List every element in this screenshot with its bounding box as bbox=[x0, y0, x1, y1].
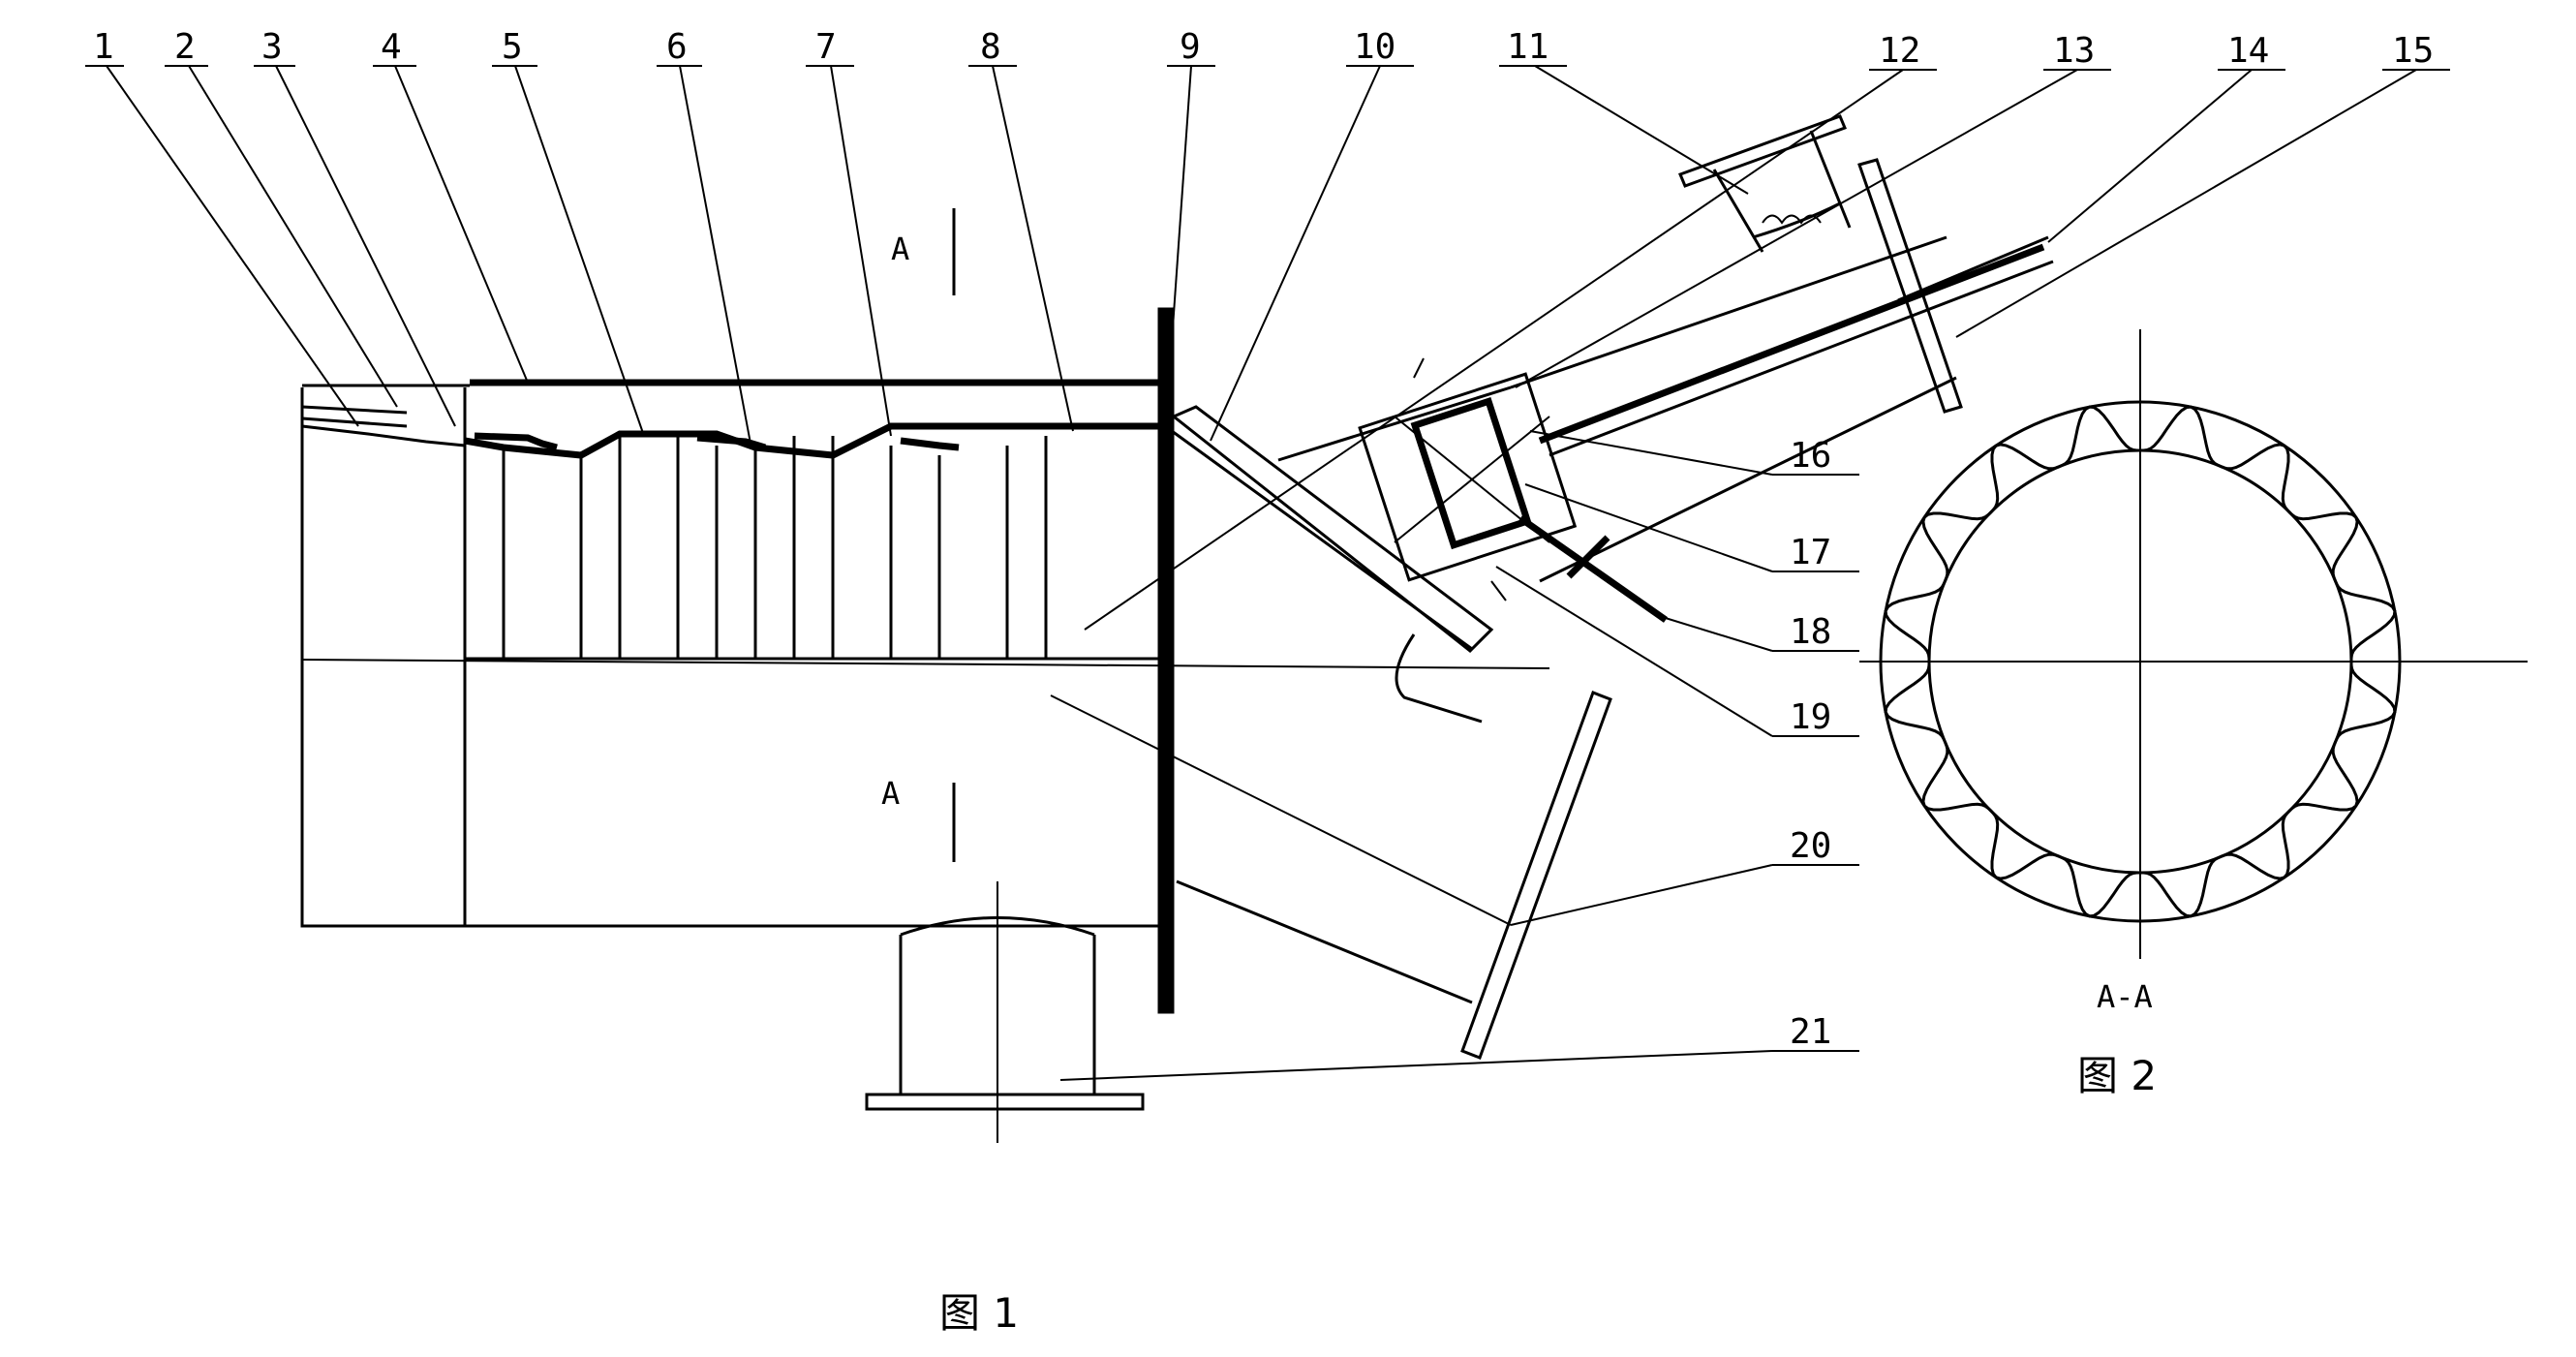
callout-4: 4 bbox=[381, 27, 402, 67]
callout-14: 14 bbox=[2227, 31, 2269, 71]
lobe-profile bbox=[1884, 405, 2397, 918]
section-label: A-A bbox=[2097, 978, 2153, 1015]
callout-19: 19 bbox=[1790, 697, 1831, 737]
callout-11: 11 bbox=[1507, 27, 1549, 67]
burner-assembly bbox=[1358, 114, 2054, 623]
figure-1-caption: 图 1 bbox=[939, 1289, 1019, 1337]
callout-12: 12 bbox=[1879, 31, 1920, 71]
callout-21: 21 bbox=[1790, 1012, 1831, 1052]
callout-numbers: 1 2 3 4 5 6 7 8 9 10 11 12 13 14 15 16 1… bbox=[93, 27, 2434, 1052]
figure-2: A-A 图 2 bbox=[1859, 329, 2528, 1099]
callout-9: 9 bbox=[1180, 27, 1201, 67]
callout-16: 16 bbox=[1790, 436, 1831, 476]
callout-5: 5 bbox=[502, 27, 523, 67]
callout-2: 2 bbox=[174, 27, 196, 67]
callout-15: 15 bbox=[2392, 31, 2434, 71]
section-letter-top: A bbox=[891, 231, 909, 267]
flange-9 bbox=[1157, 307, 1175, 1014]
leader-lines bbox=[85, 65, 2450, 1081]
main-body bbox=[300, 379, 1172, 928]
section-letter-bottom: A bbox=[881, 775, 900, 812]
callout-6: 6 bbox=[666, 27, 688, 67]
centerline bbox=[301, 659, 1550, 669]
callout-20: 20 bbox=[1790, 826, 1831, 866]
callout-7: 7 bbox=[815, 27, 837, 67]
callout-3: 3 bbox=[261, 27, 283, 67]
bottom-nozzle bbox=[865, 881, 1145, 1143]
callout-8: 8 bbox=[980, 27, 1001, 67]
callout-18: 18 bbox=[1790, 612, 1831, 652]
callout-1: 1 bbox=[93, 27, 114, 67]
callout-10: 10 bbox=[1354, 27, 1395, 67]
figure-2-caption: 图 2 bbox=[2077, 1052, 2157, 1099]
angled-chamber bbox=[1171, 386, 1612, 1060]
callout-17: 17 bbox=[1790, 533, 1831, 572]
figure-1: A A bbox=[85, 27, 2450, 1337]
callout-13: 13 bbox=[2053, 31, 2095, 71]
outer-ring bbox=[1879, 400, 2402, 923]
